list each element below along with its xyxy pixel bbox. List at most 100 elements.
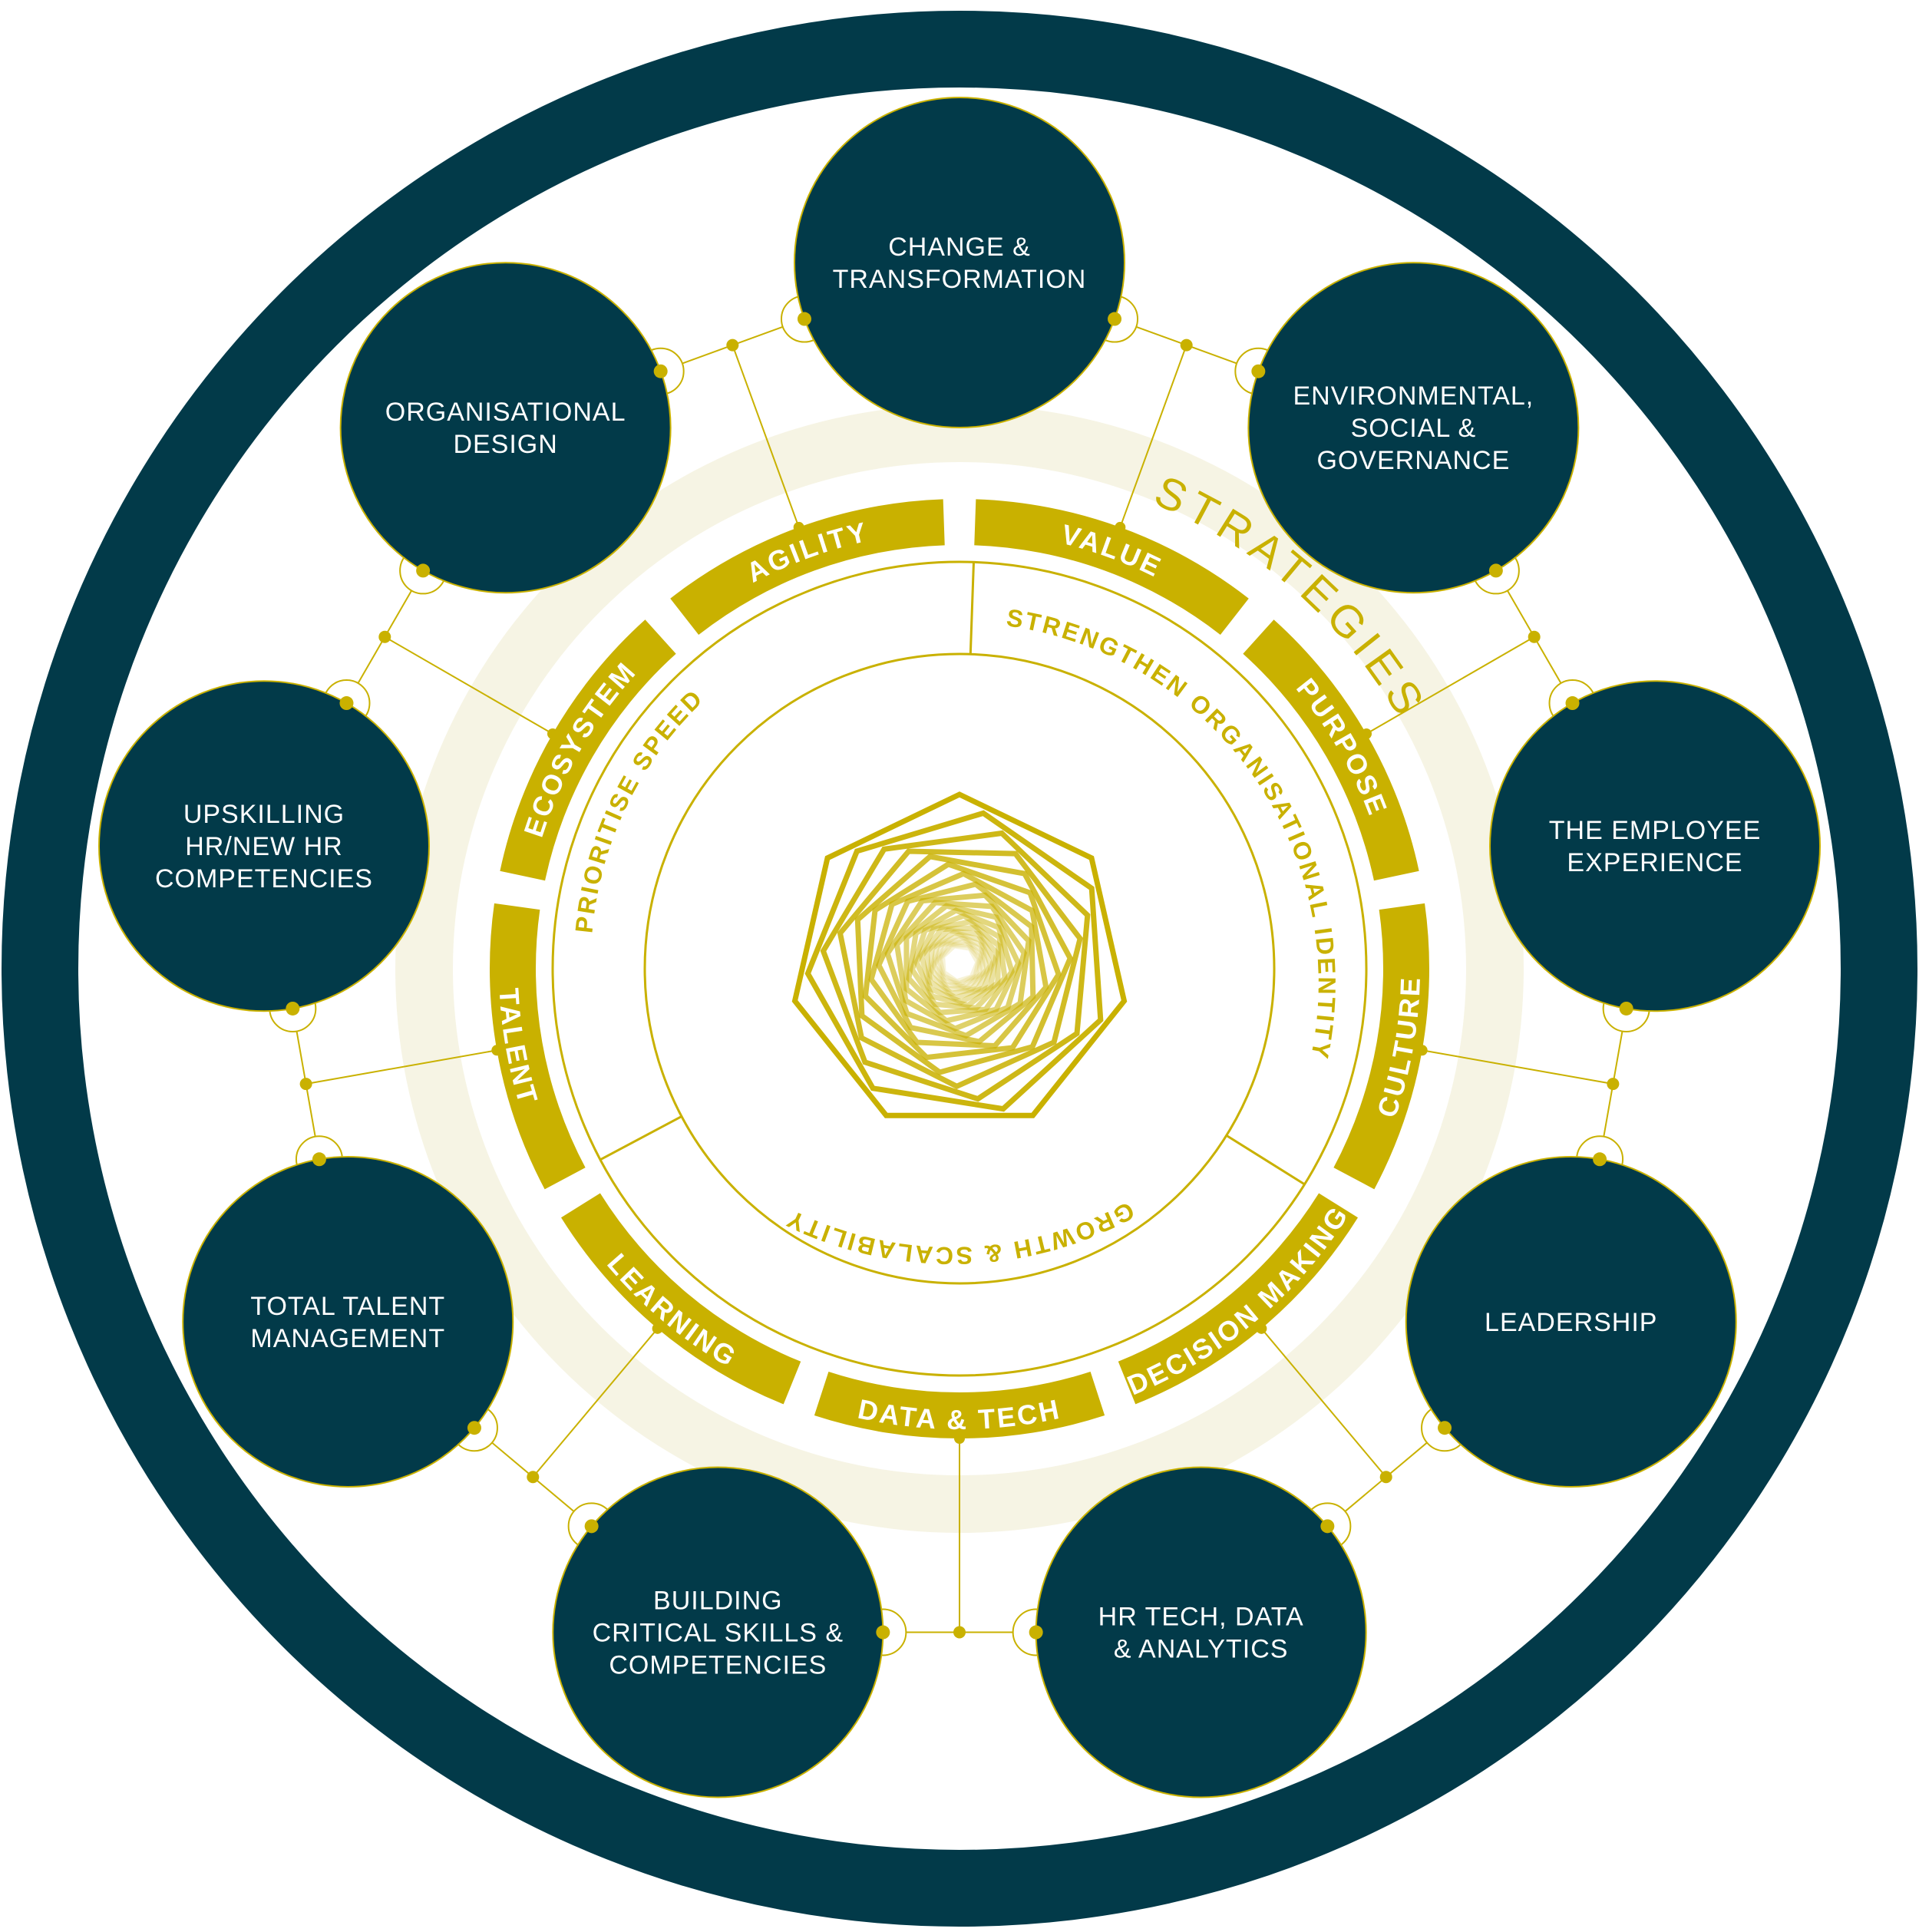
action-label: HR/NEW HR (185, 832, 342, 861)
spiral-layer (837, 848, 1083, 1090)
connector-node (1180, 339, 1193, 352)
spiral-layer (906, 907, 1016, 1016)
connector-node (527, 1471, 540, 1484)
spiral-layer (929, 932, 990, 992)
connector-dot (339, 696, 354, 711)
action-circle (97, 680, 430, 1012)
connector-spoke (1366, 636, 1535, 735)
spiral-layer (933, 938, 984, 989)
connector-dot (1108, 312, 1122, 326)
capability-segment-ecosystem (500, 619, 676, 881)
action-circle (1035, 1466, 1367, 1798)
spiral-layer (923, 927, 997, 1001)
capability-segment-value (974, 499, 1249, 636)
spiral-layer (854, 854, 1074, 1075)
spiral-layer (862, 861, 1062, 1061)
strategy-divider (1225, 1134, 1306, 1186)
action-circle (339, 262, 672, 594)
action-label: & ANALYTICS (1114, 1635, 1289, 1664)
connector-spoke (306, 1049, 497, 1085)
action-label: GOVERNANCE (1316, 446, 1510, 475)
action-hr-tech-data-analytics: HR TECH, DATA & ANALYTICS (1035, 1466, 1367, 1798)
connector-dot (416, 563, 431, 578)
action-the-employee-experience: THE EMPLOYEE EXPERIENCE (1489, 680, 1822, 1012)
action-upskilling-hr-new-hr-competencies: UPSKILLING HR/NEW HR COMPETENCIES (97, 680, 430, 1012)
action-circle (1405, 1156, 1737, 1488)
connector-dot (797, 312, 811, 326)
spiral-layer (918, 925, 1000, 1006)
connector-spoke (732, 345, 800, 528)
spiral-layer (913, 919, 1002, 1009)
action-label: HR TECH, DATA (1098, 1603, 1304, 1632)
connector-dot (1438, 1421, 1452, 1435)
connector-spoke (1260, 1328, 1387, 1478)
connector-node (299, 1078, 312, 1091)
action-circle (1489, 680, 1822, 1012)
connector-dot (1619, 1001, 1633, 1016)
connector-node (1607, 1078, 1620, 1091)
action-total-talent-management: TOTAL TALENT MANAGEMENT (182, 1156, 514, 1488)
connector-dot (1488, 563, 1503, 578)
capability-segment-learning (560, 1193, 801, 1405)
action-circle (794, 97, 1125, 428)
connector-node (1528, 630, 1541, 643)
action-label: THE EMPLOYEE (1549, 816, 1762, 845)
spiral-layer (791, 791, 1128, 1118)
connector-spoke (532, 1328, 659, 1478)
capability-segment-data-tech (814, 1371, 1105, 1438)
actions-ring (2, 11, 1917, 1927)
spiral-layer (875, 881, 1036, 1045)
action-leadership: LEADERSHIP (1405, 1156, 1737, 1488)
connector-node (953, 1626, 966, 1639)
strategy-divider (969, 562, 975, 655)
connector-node (378, 630, 391, 643)
connector-node (726, 339, 739, 352)
action-label: ORGANISATIONAL (385, 398, 626, 427)
connector-dot (1029, 1625, 1043, 1640)
action-label: TOTAL TALENT (250, 1292, 445, 1321)
strategy-divider (599, 1115, 682, 1161)
action-circle (1247, 262, 1580, 594)
spiral-heptagon-logo (791, 791, 1128, 1118)
action-label: COMPETENCIES (609, 1651, 827, 1680)
action-label: UPSKILLING (183, 800, 345, 829)
connector-dot (1320, 1519, 1335, 1534)
connector-node (1379, 1471, 1392, 1484)
action-label: ENVIRONMENTAL, (1293, 381, 1534, 411)
spiral-layer (868, 870, 1049, 1049)
action-label: TRANSFORMATION (833, 265, 1087, 294)
connector-spoke (384, 636, 553, 735)
capability-segment-agility (670, 499, 945, 636)
action-label: MANAGEMENT (250, 1324, 445, 1353)
connector-dot (584, 1519, 599, 1534)
action-change-transformation: CHANGE &TRANSFORMATION (794, 97, 1125, 428)
strategy-dividers (599, 562, 1306, 1186)
spiral-layer (927, 930, 994, 997)
connector-dot (1565, 696, 1580, 711)
connector-dot (1593, 1152, 1607, 1167)
action-circles: CHANGE &TRANSFORMATION ENVIRONMENTAL, SOCI… (97, 97, 1822, 1798)
connector-dot (1251, 364, 1266, 378)
spiral-layer (893, 900, 1028, 1032)
capability-segment-purpose (1243, 619, 1419, 881)
action-label: EXPERIENCE (1567, 848, 1742, 877)
strategy-ring-inner (643, 652, 1276, 1285)
connector-spoke (1422, 1049, 1613, 1085)
action-label: CRITICAL SKILLS & (593, 1619, 844, 1648)
capability-segment-culture (1333, 903, 1430, 1190)
connector-spoke (1119, 345, 1187, 528)
spiral-layer (884, 892, 1032, 1039)
action-label: SOCIAL & (1351, 414, 1477, 443)
spiral-layer (820, 830, 1091, 1102)
spiral-layer (909, 913, 1008, 1011)
connector-dot (467, 1421, 481, 1435)
connector-dot (286, 1001, 300, 1016)
action-label: COMPETENCIES (155, 864, 373, 893)
spiral-layer (936, 942, 983, 987)
spiral-layer (903, 903, 1022, 1024)
capability-segment-talent (490, 903, 586, 1190)
spiral-layer (931, 935, 986, 991)
